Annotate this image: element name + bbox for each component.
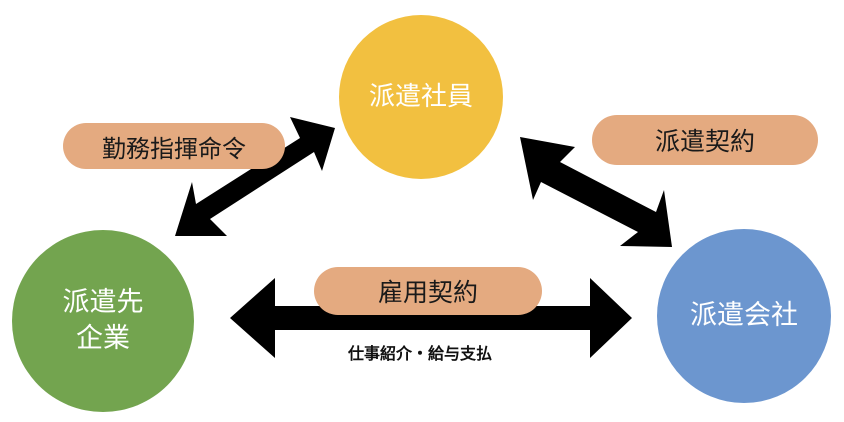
- label-dispatch-contract: 派遣契約: [592, 115, 818, 165]
- label-employment-contract: 雇用契約: [314, 267, 542, 315]
- node-client-label-line2: 企業: [76, 323, 130, 354]
- label-services: 仕事紹介・給与支払: [347, 344, 492, 363]
- node-agency-label: 派遣会社: [690, 300, 798, 332]
- label-command: 勤務指揮命令: [63, 123, 285, 169]
- node-staff-label: 派遣社員: [368, 81, 473, 112]
- arrow-client-staff: [175, 117, 335, 236]
- node-client-company: 派遣先 企業: [12, 230, 194, 412]
- arrow-agency-staff: [520, 137, 672, 247]
- node-staff: 派遣社員: [339, 15, 503, 179]
- node-agency: 派遣会社: [657, 229, 831, 403]
- arrow-client-agency: [230, 278, 632, 358]
- node-client-label-line1: 派遣先: [62, 287, 144, 319]
